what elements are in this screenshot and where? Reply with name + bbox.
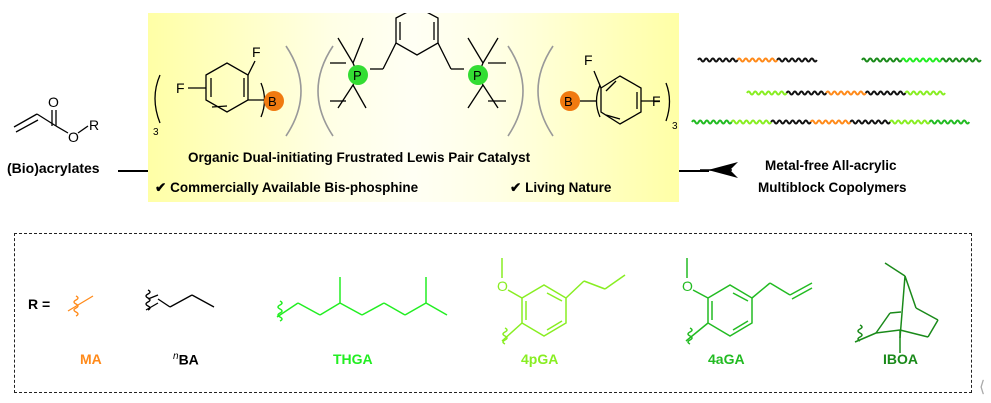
left-borane [154, 45, 302, 137]
iboa-structure [854, 262, 939, 353]
atom-r: R [89, 117, 99, 133]
atom-f: F [584, 52, 593, 68]
subscript-3: 3 [672, 121, 678, 132]
r-prefix: R = [28, 296, 51, 312]
chain-2-segment-1 [785, 90, 828, 96]
r-label-nba-text: BA [178, 351, 199, 368]
feature-1-label: Commercially Available Bis-phosphine [170, 180, 419, 195]
phosphorus-ball-icon [468, 65, 488, 85]
r-label-thga: THGA [333, 351, 373, 367]
chain-3-segment-6 [928, 119, 971, 125]
chain-0-segment-0 [697, 57, 739, 63]
r-label-ma: MA [80, 351, 102, 367]
atom-f: F [176, 80, 185, 96]
checkmark-icon: ✔ [155, 180, 167, 195]
feature-1: ✔ Commercially Available Bis-phosphine [155, 180, 418, 196]
checkmark-icon: ✔ [510, 180, 522, 195]
thga-structure [276, 277, 448, 322]
atom-f: F [652, 93, 661, 109]
acrylate-structure: O O R [13, 94, 99, 145]
chain-2-segment-3 [864, 90, 907, 96]
product-line-2: Multiblock Copolymers [758, 180, 907, 195]
r-label-iboa: IBOA [883, 351, 918, 367]
chain-1-segment-2 [940, 57, 982, 63]
reaction-line-left [118, 170, 148, 172]
monomer-label: (Bio)acrylates [7, 160, 100, 176]
atom-p: P [353, 68, 362, 83]
chain-2-segment-0 [746, 90, 788, 96]
atom-o-ester: O [68, 129, 79, 145]
chain-1-segment-0 [861, 57, 903, 63]
chain-2-segment-4 [904, 90, 946, 96]
4aga-structure [685, 258, 813, 345]
catalyst-title: Organic Dual-initiating Frustrated Lewis… [188, 150, 531, 165]
chain-1-segment-1 [900, 57, 943, 63]
chain-3-segment-2 [770, 119, 812, 125]
chain-3-segment-4 [849, 119, 891, 125]
catalyst-structure: F F 3 B P P B F F 3 [153, 13, 678, 138]
feature-2: ✔ Living Nature [510, 180, 611, 196]
product-line-1: Metal-free All-acrylic [765, 158, 897, 173]
subscript-3: 3 [153, 127, 159, 138]
chain-3-segment-0 [691, 119, 733, 125]
atom-o: O [497, 278, 508, 294]
ma-structure [67, 295, 94, 317]
atom-o-carbonyl: O [48, 94, 59, 110]
copolymer-chains [691, 57, 982, 125]
chain-0-segment-1 [736, 57, 779, 63]
r-label-4pga: 4pGA [521, 351, 559, 367]
phosphorus-ball-icon [348, 65, 368, 85]
r-label-nba: nBA [173, 351, 199, 368]
atom-f: F [252, 44, 261, 60]
r-label-nba-sup: n [173, 351, 179, 362]
atom-o: O [682, 278, 693, 294]
r-group-structures: O O [67, 258, 939, 353]
chain-3-segment-1 [730, 119, 773, 125]
chain-3-segment-5 [889, 119, 931, 125]
reaction-arrow-icon [700, 162, 738, 178]
atom-b: B [268, 94, 277, 109]
r-group-box [14, 233, 972, 393]
atom-p: P [473, 68, 482, 83]
chain-3-segment-3 [809, 119, 852, 125]
r-label-4aga: 4aGA [708, 351, 745, 367]
4pga-structure [501, 258, 626, 345]
boron-ball-icon [560, 91, 580, 111]
corner-chevron-icon[interactable]: ⟨ [979, 379, 986, 396]
nba-structure [145, 289, 215, 311]
feature-2-label: Living Nature [525, 180, 612, 195]
catalyst-box [148, 13, 679, 202]
reaction-line-right [679, 170, 709, 172]
chain-0-segment-2 [776, 57, 818, 63]
boron-ball-icon [264, 91, 284, 111]
right-borane [537, 45, 671, 137]
atom-b: B [564, 94, 573, 109]
chain-2-segment-2 [825, 90, 867, 96]
